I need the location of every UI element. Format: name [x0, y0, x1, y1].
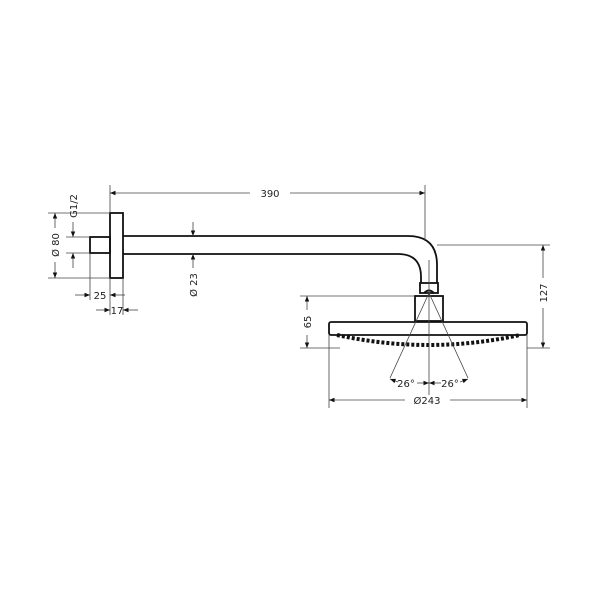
dim-243: Ø243: [414, 395, 441, 407]
dim-127: 127: [539, 283, 550, 302]
wall-flange: [89, 212, 124, 279]
dim-23: Ø 23: [188, 273, 200, 297]
shower-arm: [123, 235, 438, 283]
dim-65: 65: [303, 316, 314, 329]
dim-g12: G1/2: [69, 194, 80, 218]
dim-25: 25: [94, 291, 107, 302]
dimension-spray-angle: 26° 26°: [389, 260, 469, 395]
dimension-flange-diameter: Ø 80: [48, 212, 110, 279]
dimension-arm-diameter: Ø 23: [188, 222, 200, 297]
dimension-total-drop: 127: [437, 244, 550, 349]
dimension-arm-length: 390: [109, 185, 426, 240]
angle-left: 26°: [397, 379, 415, 390]
dimension-nipple: 25 17: [75, 253, 138, 317]
shower-head: [328, 282, 528, 347]
dim-17: 17: [111, 306, 124, 317]
dimension-head-diameter: Ø243: [328, 335, 528, 408]
dimension-head-height: 65: [300, 295, 415, 349]
angle-right: 26°: [441, 379, 459, 390]
dimension-thread: G1/2: [66, 194, 90, 268]
dim-80: Ø 80: [50, 233, 62, 257]
dim-390: 390: [260, 189, 279, 200]
